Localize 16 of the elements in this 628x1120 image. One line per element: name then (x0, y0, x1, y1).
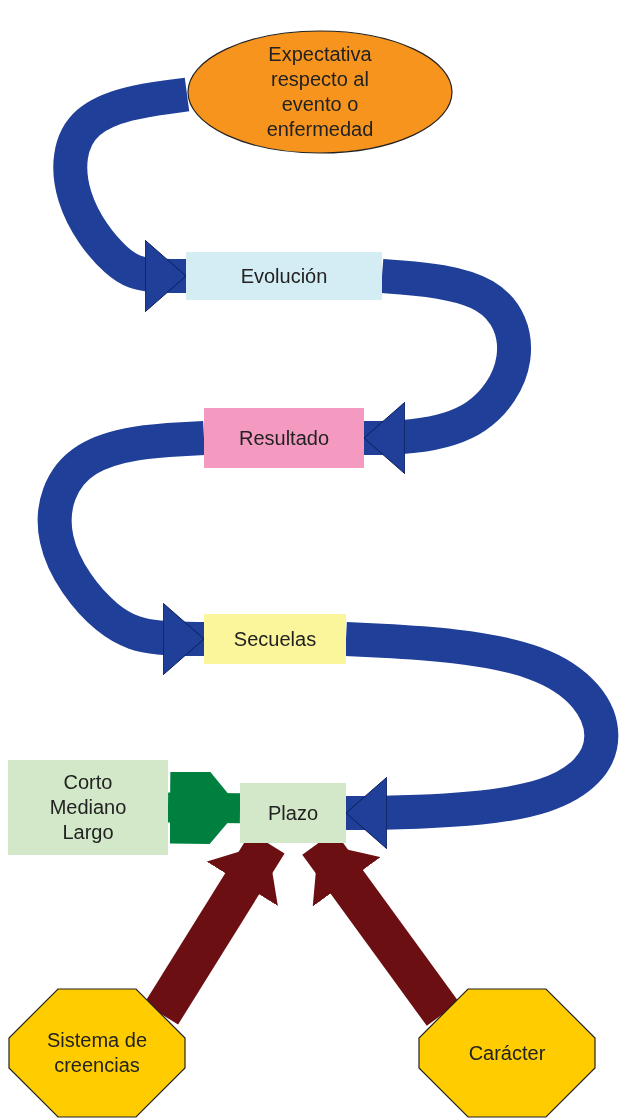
process-box (240, 783, 346, 843)
node-label: Plazo (268, 800, 318, 826)
node-label: Expectativa respecto al evento o enfermedad (265, 42, 375, 142)
node-label: Carácter (468, 1040, 546, 1066)
octagon-node (8, 988, 186, 1118)
node-label: Corto Mediano Largo (48, 770, 128, 845)
node-label: Secuelas (233, 626, 317, 652)
process-box (186, 252, 382, 300)
node-label: Resultado (238, 425, 330, 451)
ellipse-node (187, 30, 453, 154)
process-box (204, 408, 364, 468)
octagon-node (418, 988, 596, 1118)
process-box (8, 760, 168, 855)
node-label: Evolución (240, 263, 328, 289)
node-label: Sistema de creencias (45, 1028, 149, 1078)
process-box (204, 614, 346, 664)
